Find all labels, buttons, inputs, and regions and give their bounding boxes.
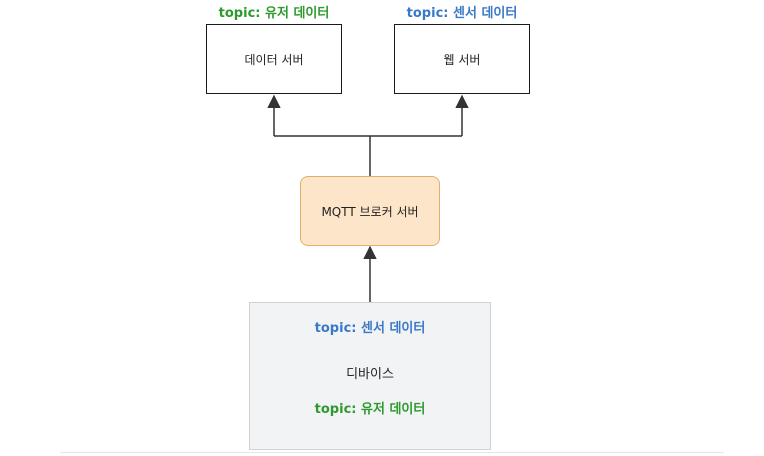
web-server-box[interactable]: 웹 서버 <box>394 24 530 94</box>
bottom-divider <box>60 452 724 453</box>
web-server-label: 웹 서버 <box>443 52 481 67</box>
web-server-topic: topic: 센서 데이터 <box>406 6 518 21</box>
data-server-box[interactable]: 데이터 서버 <box>206 24 342 94</box>
data-server-topic: topic: 유저 데이터 <box>218 6 330 21</box>
mqtt-broker-box[interactable]: MQTT 브로커 서버 <box>300 176 440 246</box>
data-server-label: 데이터 서버 <box>244 52 304 67</box>
device-topic-user: topic: 유저 데이터 <box>314 402 426 417</box>
mqtt-broker-label: MQTT 브로커 서버 <box>321 204 419 219</box>
device-topic-sensor: topic: 센서 데이터 <box>314 321 426 336</box>
device-label: 디바이스 <box>346 367 394 382</box>
device-box[interactable]: topic: 센서 데이터 디바이스 topic: 유저 데이터 <box>249 302 491 450</box>
